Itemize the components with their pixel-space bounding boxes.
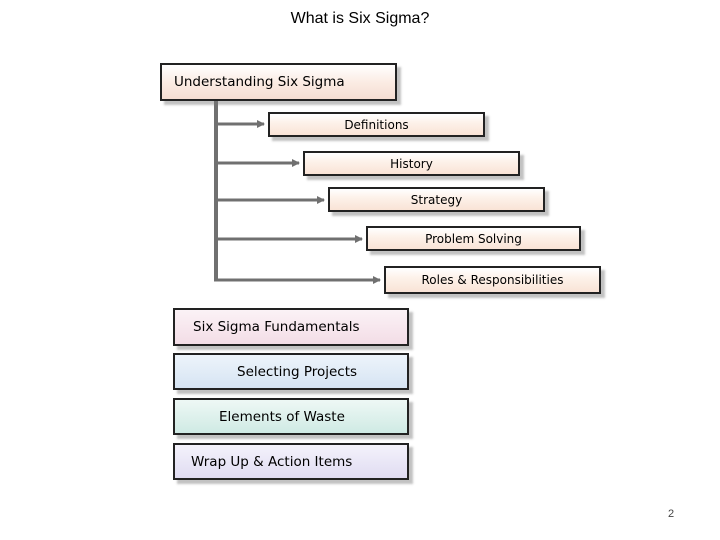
strategy-label: Strategy	[410, 192, 463, 207]
elements-of-waste-label: Elements of Waste	[219, 408, 345, 425]
history-box: History	[303, 151, 520, 176]
page-number: 2	[668, 508, 675, 520]
definitions-label: Definitions	[344, 117, 409, 132]
wrap-up-action-items-label: Wrap Up & Action Items	[191, 453, 353, 470]
understanding-six-sigma-box: Understanding Six Sigma	[160, 63, 397, 101]
roles-responsibilities-box: Roles & Responsibilities	[384, 266, 601, 294]
problem-solving-box: Problem Solving	[366, 226, 581, 251]
history-label: History	[390, 156, 433, 171]
six-sigma-fundamentals-box: Six Sigma Fundamentals	[173, 308, 409, 346]
slide-title: What is Six Sigma?	[290, 10, 430, 27]
six-sigma-fundamentals-label: Six Sigma Fundamentals	[193, 319, 360, 335]
problem-solving-label: Problem Solving	[425, 231, 522, 246]
wrap-up-action-items-box: Wrap Up & Action Items	[173, 443, 409, 480]
roles-responsibilities-label: Roles & Responsibilities	[421, 273, 564, 287]
selecting-projects-label: Selecting Projects	[237, 363, 358, 380]
elements-of-waste-box: Elements of Waste	[173, 398, 409, 435]
definitions-box: Definitions	[268, 112, 485, 137]
strategy-box: Strategy	[328, 187, 545, 212]
understanding-six-sigma-label: Understanding Six Sigma	[174, 74, 345, 90]
selecting-projects-box: Selecting Projects	[173, 353, 409, 390]
